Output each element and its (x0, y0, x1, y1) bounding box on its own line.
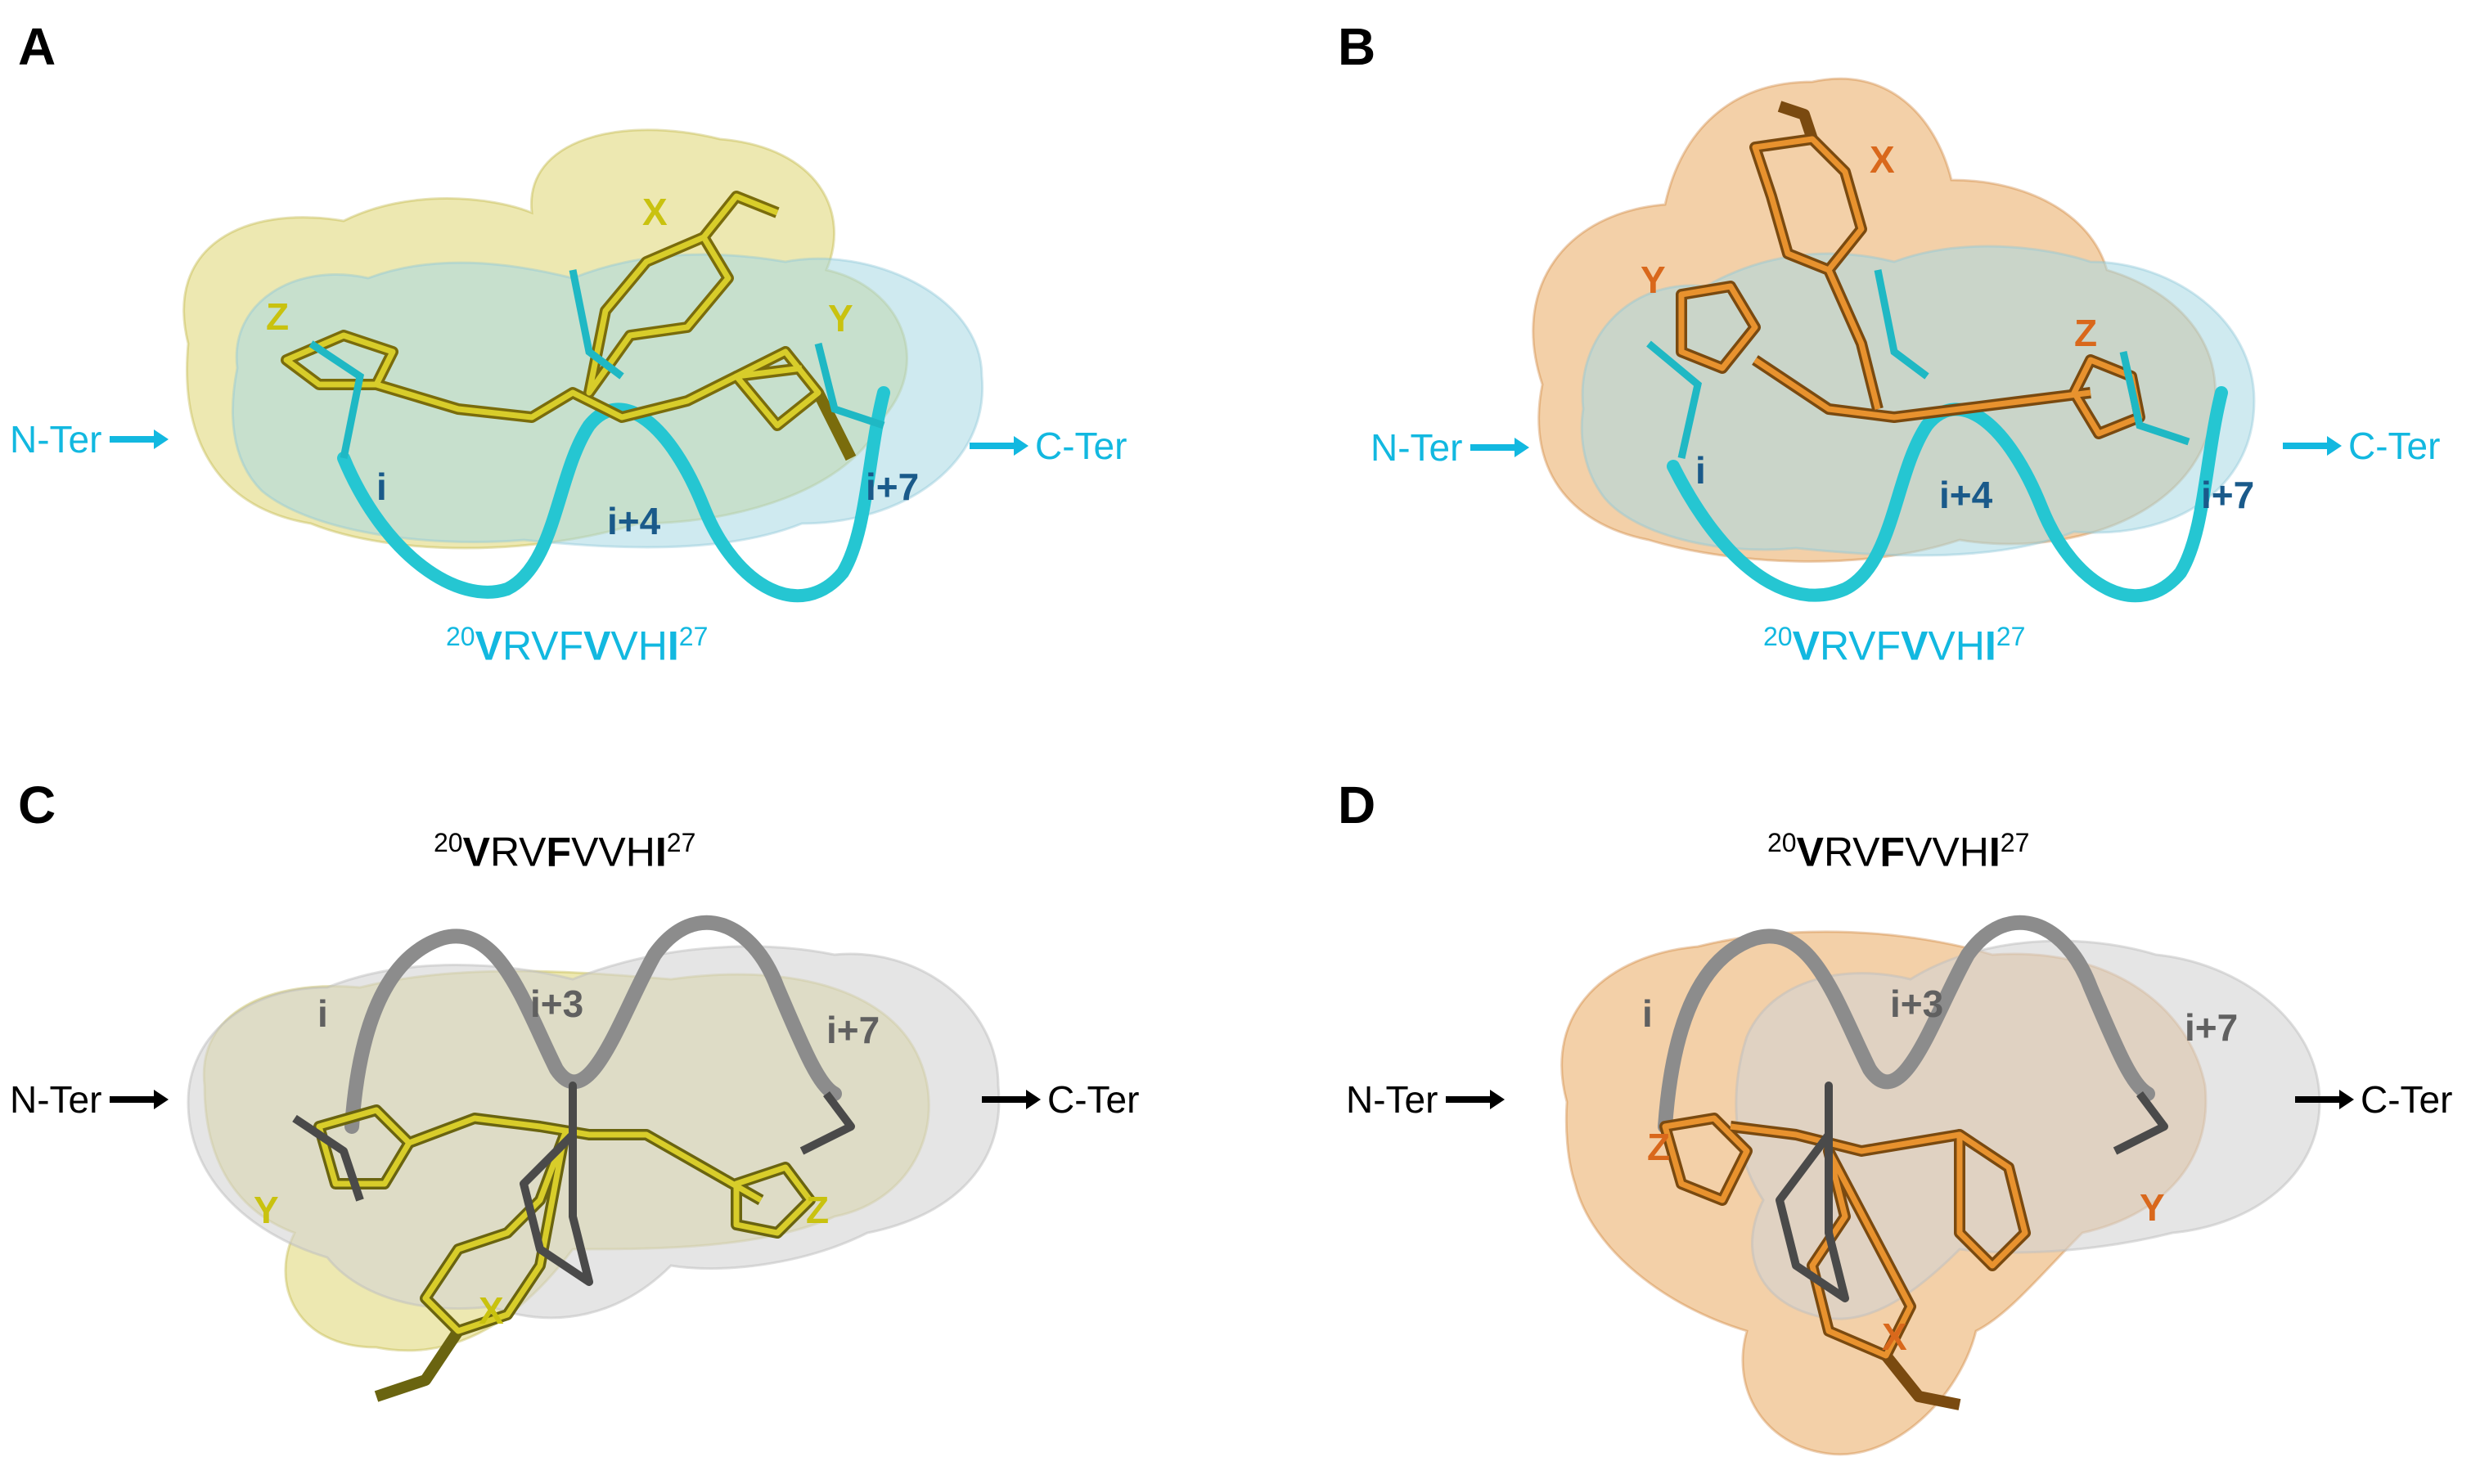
substituent-x-label: X (1870, 138, 1895, 181)
n-ter-arrow-icon (1470, 438, 1530, 457)
panel-b: B N-Ter C-Ter 20VRVFVVHI27 X Y Z i i+4 i… (1240, 0, 2479, 742)
n-ter-arrow-icon (110, 429, 169, 449)
substituent-y-label: Y (254, 1189, 279, 1231)
position-i4-label: i+4 (607, 500, 661, 542)
position-i-label: i (317, 992, 328, 1035)
position-i-label: i (1642, 992, 1653, 1035)
peptide-sequence: 20VRVFVVHI27 (434, 828, 696, 875)
side-chain-sticks (1646, 269, 2190, 459)
n-ter-arrow-icon (110, 1090, 169, 1109)
n-terminus-label: N-Ter (10, 1077, 169, 1122)
panel-b-model (1532, 77, 2256, 603)
substituent-x-label: X (642, 191, 668, 233)
position-i7-label: i+7 (866, 465, 920, 508)
panel-letter: D (1338, 776, 1376, 834)
position-i-label: i (1695, 449, 1706, 492)
substituent-x-label: X (479, 1289, 504, 1332)
c-terminus-label: C-Ter (970, 424, 1127, 468)
n-ter-text: N-Ter (1346, 1078, 1438, 1121)
n-terminus-label: N-Ter (1371, 425, 1530, 470)
substituent-x-label: X (1882, 1315, 1907, 1358)
panel-letter: C (18, 776, 56, 834)
n-terminus-label: N-Ter (10, 417, 169, 461)
side-chain-sticks (308, 269, 885, 459)
c-ter-arrow-icon (2295, 1090, 2354, 1109)
substituent-z-label: Z (2074, 312, 2098, 354)
c-ter-arrow-icon (982, 1090, 1041, 1109)
substituent-z-label: Z (806, 1189, 830, 1231)
c-ter-text: C-Ter (1047, 1078, 1140, 1121)
position-i3-label: i+3 (530, 983, 584, 1025)
c-ter-arrow-icon (2283, 436, 2342, 456)
n-ter-text: N-Ter (10, 418, 102, 461)
panel-c: C 20VRVFVVHI27 N-Ter C-Ter i i+3 i+7 Y Z… (0, 742, 1240, 1484)
position-i3-label: i+3 (1890, 983, 1944, 1025)
panel-a-model (182, 128, 984, 603)
substituent-z-label: Z (266, 295, 290, 338)
position-i-label: i (376, 465, 387, 508)
substituent-z-label: Z (1647, 1126, 1671, 1168)
position-i7-label: i+7 (2185, 1006, 2239, 1049)
panel-d-model (1560, 915, 2321, 1456)
position-i7-label: i+7 (826, 1009, 880, 1051)
panel-d: D 20VRVFVVHI27 N-Ter C-Ter i i+3 i+7 Z Y… (1240, 742, 2479, 1484)
position-i4-label: i+4 (1939, 474, 1993, 516)
c-ter-text: C-Ter (1035, 425, 1127, 467)
substituent-y-label: Y (2140, 1186, 2165, 1229)
c-ter-arrow-icon (970, 436, 1028, 456)
panel-a: A N-Ter C-Ter 20VRVFVVHI27 X Z Y i i+4 i… (0, 0, 1240, 742)
peptide-sequence: 20VRVFVVHI27 (1763, 622, 2026, 669)
peptide-sequence: 20VRVFVVHI27 (1767, 828, 2030, 875)
c-ter-text: C-Ter (2348, 425, 2441, 467)
helix-ribbon (1667, 386, 2228, 603)
panel-c-model (187, 915, 1001, 1402)
n-terminus-label: N-Ter (1346, 1077, 1506, 1122)
c-terminus-label: C-Ter (982, 1077, 1139, 1122)
c-terminus-label: C-Ter (2283, 424, 2440, 468)
panel-letter: A (18, 17, 56, 76)
substituent-y-label: Y (828, 297, 853, 340)
helix-ribbon (344, 915, 842, 1134)
c-ter-text: C-Ter (2361, 1078, 2453, 1121)
side-chain-sticks (292, 1082, 855, 1286)
substituent-y-label: Y (1641, 259, 1666, 301)
n-ter-text: N-Ter (10, 1078, 102, 1121)
n-ter-text: N-Ter (1371, 426, 1463, 469)
panel-letter: B (1338, 17, 1376, 76)
c-terminus-label: C-Ter (2295, 1077, 2452, 1122)
helix-ribbon (1658, 915, 2155, 1134)
position-i7-label: i+7 (2201, 474, 2255, 516)
n-ter-arrow-icon (1446, 1090, 1506, 1109)
ligand-sticks-highlight (283, 193, 821, 429)
side-chain-sticks (1776, 1082, 2168, 1302)
peptide-sequence: 20VRVFVVHI27 (446, 622, 709, 669)
ligand-sticks-highlight (1662, 1115, 2028, 1359)
